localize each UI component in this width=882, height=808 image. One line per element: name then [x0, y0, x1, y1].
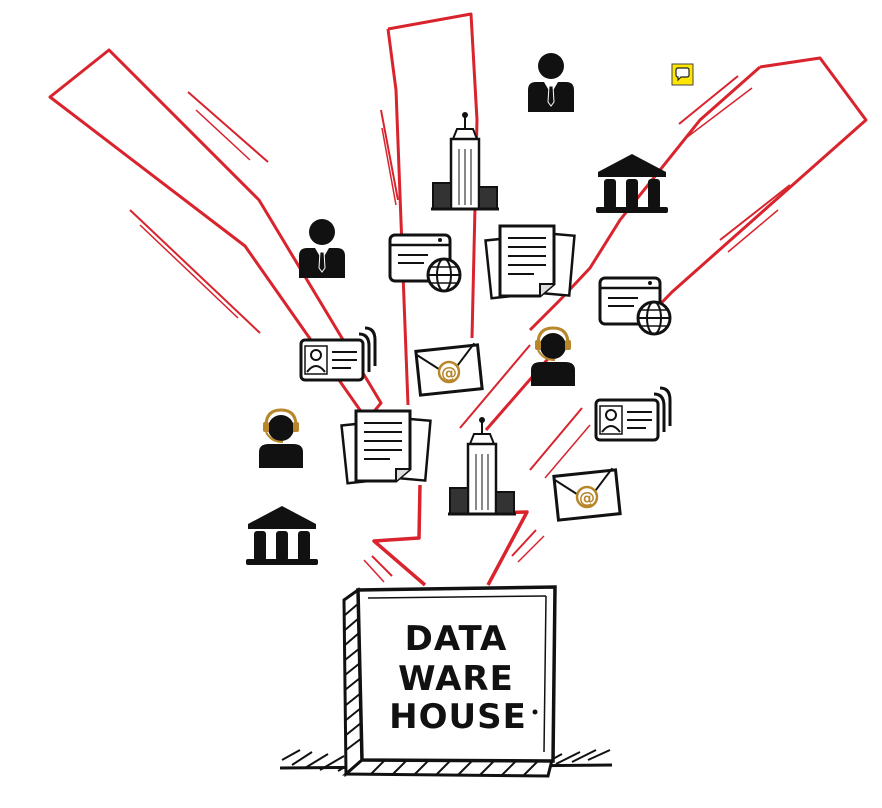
person-suit-icon [298, 218, 346, 279]
office-tower-icon [446, 415, 518, 516]
right-arrow [459, 56, 868, 479]
warehouse-label-line-1: DATA [405, 619, 508, 659]
center-arrow [380, 12, 479, 406]
document-stack-icon [340, 409, 432, 485]
warehouse-box: DATA WARE HOUSE [279, 585, 613, 778]
warehouse-label-line-2: WARE [398, 659, 514, 699]
warehouse-label-line-3: HOUSE [389, 697, 527, 737]
person-suit-icon [527, 52, 575, 113]
bank-building-icon [596, 154, 668, 213]
contact-card-icon [299, 326, 377, 382]
document-stack-icon [484, 224, 576, 300]
left-arrow [48, 48, 383, 422]
bank-building-icon [246, 506, 318, 565]
web-browser-globe-icon [598, 276, 672, 336]
headset-agent-icon [529, 326, 577, 388]
comment-icon[interactable] [671, 63, 694, 86]
headset-agent-icon [257, 408, 305, 470]
email-envelope-icon [414, 341, 484, 397]
contact-card-icon [594, 386, 672, 442]
email-envelope-icon [552, 466, 622, 522]
office-tower-icon [429, 110, 501, 211]
web-browser-globe-icon [388, 233, 462, 293]
